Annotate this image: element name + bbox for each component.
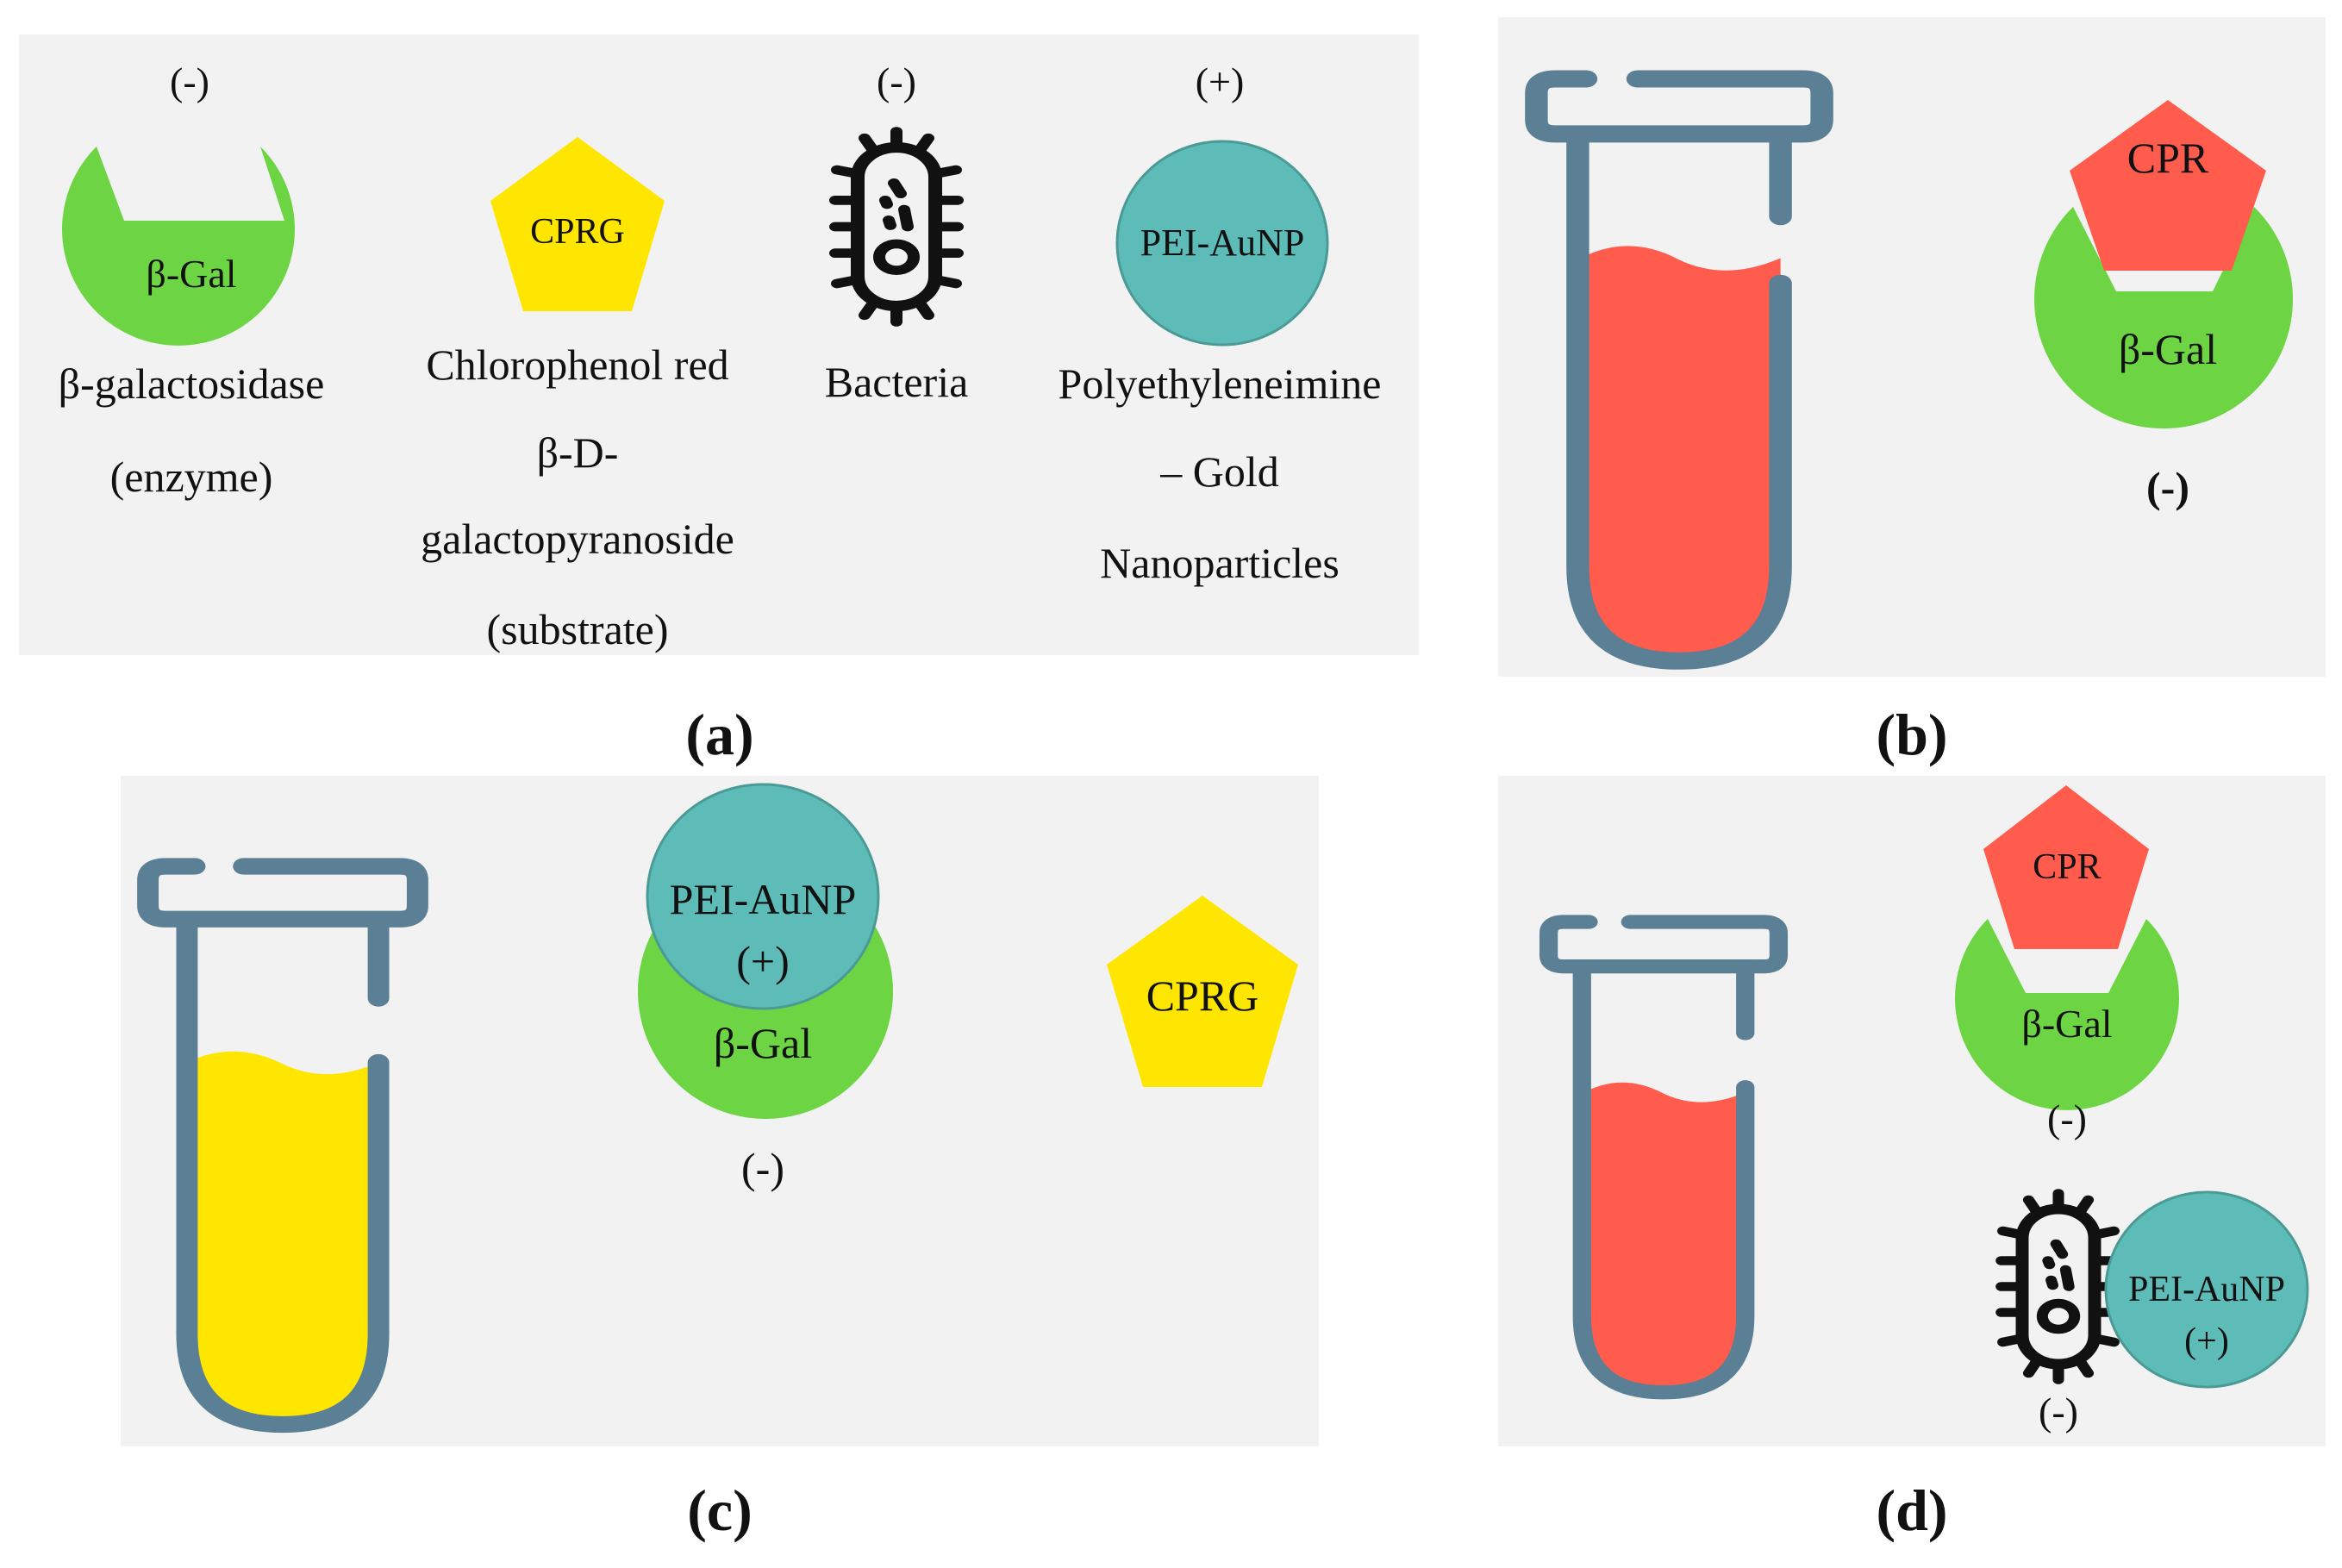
cpr-product-shape <box>2070 100 2266 271</box>
nanoparticle-name-line2: – Gold <box>1160 447 1279 496</box>
beta-gal-enzyme-shape <box>1955 919 2179 1110</box>
bacteria-icon <box>1998 1190 2119 1384</box>
nanoparticle-name-line1: Polyethyleneimine <box>1058 359 1382 408</box>
pei-aunp-label: PEI-AuNP <box>2127 1270 2285 1309</box>
enzyme-name-line2: (enzyme) <box>109 453 273 501</box>
cpr-label: CPR <box>2033 847 2102 887</box>
substrate-name-line2: β-D- <box>536 428 619 477</box>
test-tube-red-icon <box>1524 47 1834 677</box>
test-tube-yellow-icon <box>136 836 429 1440</box>
enzyme-name-line1: β-galactosidase <box>58 359 325 408</box>
cprg-substrate-shape <box>490 137 665 311</box>
bacteria-icon <box>832 128 961 326</box>
nanoparticle-name-line3: Nanoparticles <box>1100 539 1340 587</box>
bacteria-name: Bacteria <box>824 358 969 406</box>
pei-aunp-shape-label: PEI-AuNP <box>1140 222 1305 264</box>
enzyme-shape-label: β-Gal <box>146 252 237 296</box>
enzyme-charge-label: (-) <box>2146 463 2189 511</box>
cprg-label: CPRG <box>1146 971 1259 1020</box>
enzyme-charge-label: (-) <box>170 59 209 103</box>
caption-a: (a) <box>685 702 754 767</box>
pei-aunp-shape <box>646 783 880 1010</box>
enzyme-label: β-Gal <box>713 1019 813 1067</box>
substrate-name-line4: (substrate) <box>486 605 669 653</box>
cprg-shape-label: CPRG <box>530 212 625 252</box>
caption-d: (d) <box>1876 1477 1948 1543</box>
beta-gal-enzyme-shape <box>62 147 295 346</box>
enzyme-label: β-Gal <box>2021 1002 2113 1046</box>
enzyme-label: β-Gal <box>2118 325 2218 373</box>
bacteria-charge-label: (-) <box>877 59 916 103</box>
nanoparticle-charge-label: (+) <box>1195 59 1245 103</box>
substrate-name-line1: Chlorophenol red <box>426 340 729 389</box>
pei-aunp-charge-label: (+) <box>736 937 790 985</box>
pei-aunp-label: PEI-AuNP <box>669 875 857 923</box>
pei-aunp-shape <box>1115 140 1329 347</box>
cpr-product-shape <box>1983 785 2149 949</box>
enzyme-charge-label: (-) <box>2047 1096 2087 1140</box>
caption-b: (b) <box>1876 702 1948 767</box>
bacteria-charge-label: (-) <box>2039 1390 2078 1434</box>
cpr-label: CPR <box>2127 134 2209 182</box>
pei-aunp-shape <box>2104 1190 2309 1389</box>
pei-aunp-charge-label: (+) <box>2184 1321 2229 1361</box>
caption-c: (c) <box>687 1477 753 1543</box>
panel-a <box>19 34 1419 655</box>
test-tube-red-icon <box>1539 896 1789 1405</box>
enzyme-charge-label: (-) <box>741 1144 784 1192</box>
cprg-substrate-shape <box>1107 896 1298 1087</box>
substrate-name-line3: galactopyranoside <box>421 515 734 563</box>
